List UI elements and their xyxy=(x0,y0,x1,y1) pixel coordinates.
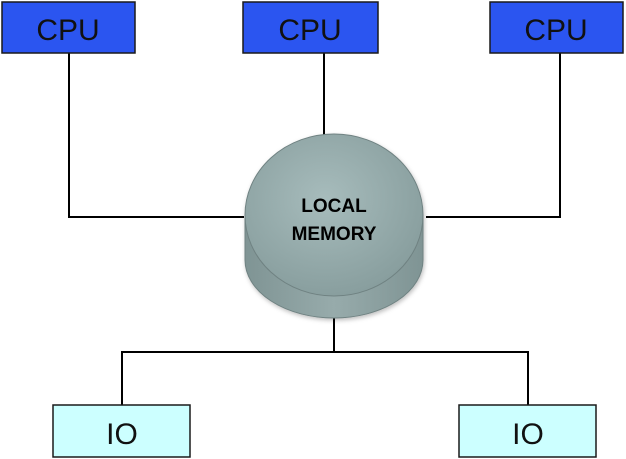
memory-label-line1: LOCAL xyxy=(301,196,367,217)
local-memory-node: LOCAL MEMORY xyxy=(244,133,424,319)
cpu-label: CPU xyxy=(524,14,587,47)
memory-cylinder-top xyxy=(244,133,424,297)
cpu-node-left: CPU xyxy=(1,1,136,54)
io-node-right: IO xyxy=(458,404,597,458)
connector-cpu-left-to-memory xyxy=(68,53,244,218)
cpu-node-middle: CPU xyxy=(242,1,379,54)
connectors xyxy=(68,53,561,405)
connector-io-bus xyxy=(121,351,529,405)
cpu-label: CPU xyxy=(278,14,341,47)
connector-cpu-right-to-memory xyxy=(426,53,561,218)
io-node-left: IO xyxy=(52,404,191,458)
memory-label-line2: MEMORY xyxy=(292,224,377,245)
io-label: IO xyxy=(512,418,544,451)
cpu-node-right: CPU xyxy=(489,1,624,54)
io-label: IO xyxy=(106,418,138,451)
cpu-label: CPU xyxy=(36,14,99,47)
